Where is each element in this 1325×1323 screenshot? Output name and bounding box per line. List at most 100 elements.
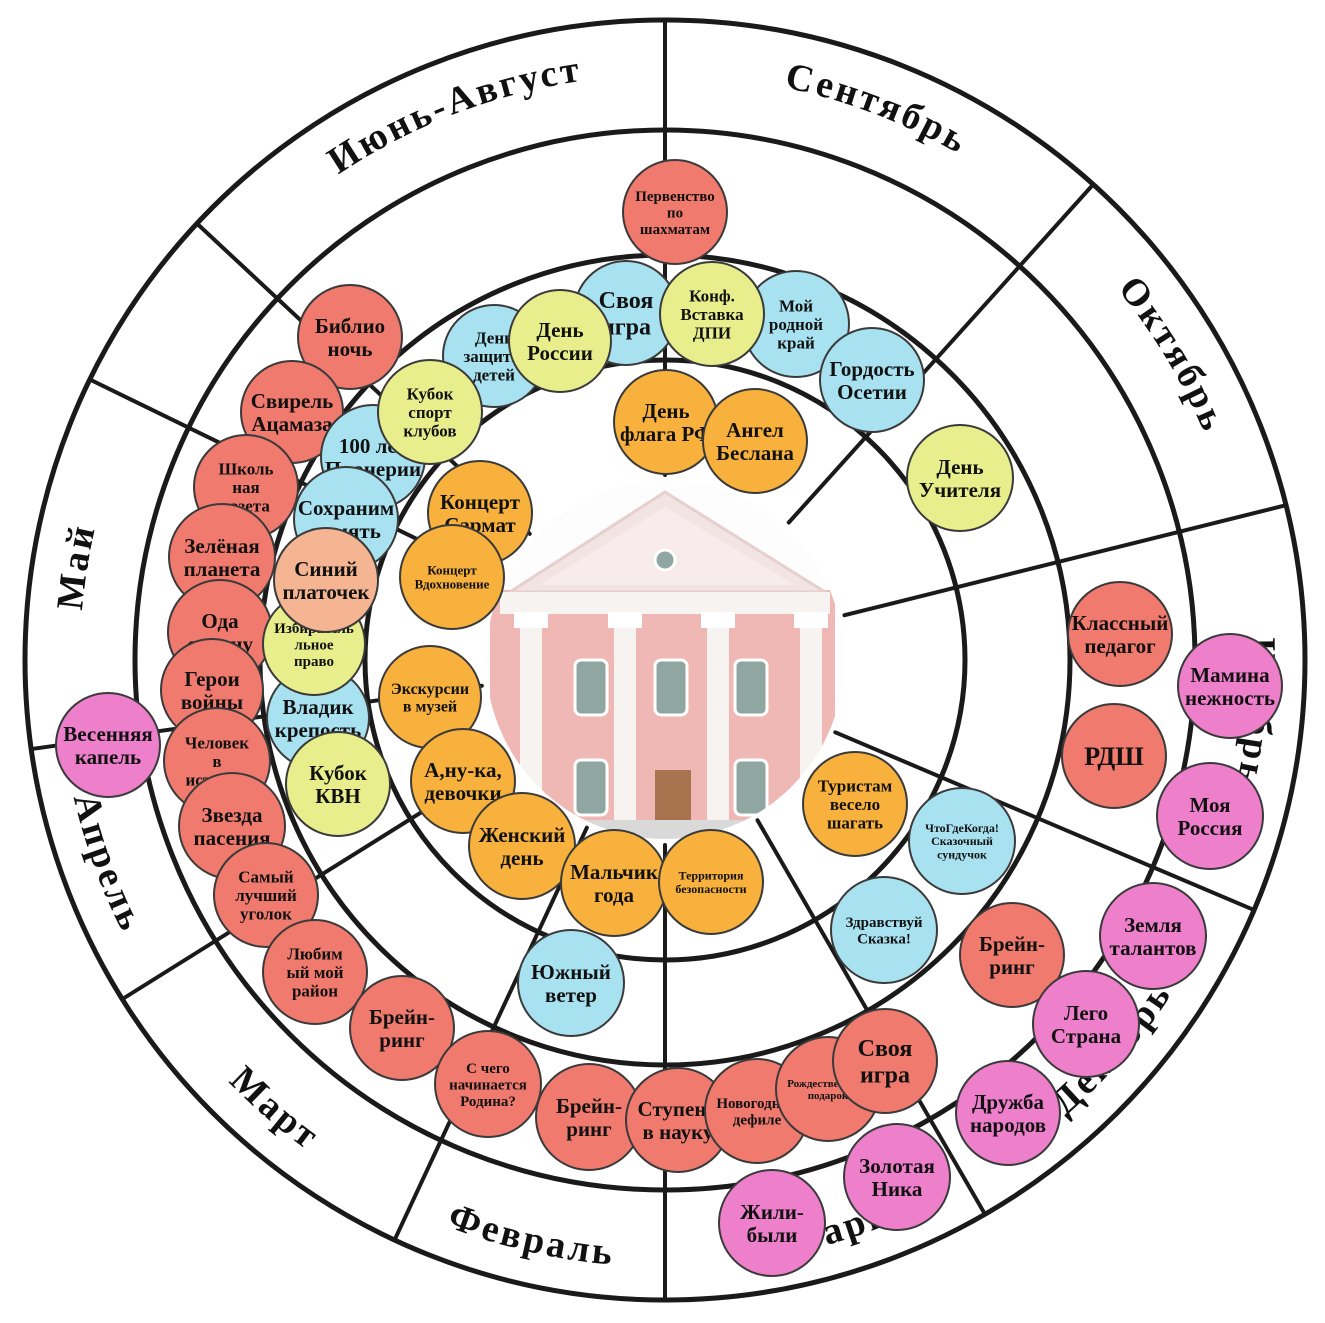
event-label: ринг (989, 955, 1034, 979)
event-label: день (500, 846, 543, 870)
event-label: Сказка! (857, 932, 911, 948)
event-label: Брейн- (556, 1094, 622, 1118)
event-circle-shape (830, 876, 938, 984)
month-divider-line (833, 730, 1257, 913)
event-label: спорт (408, 403, 452, 422)
event-circle-shape (1099, 882, 1207, 990)
event-label: право (294, 654, 334, 670)
event-circle-shape (1032, 970, 1140, 1078)
event-circle-shape (1156, 762, 1264, 870)
event-label: флага РФ (620, 422, 712, 446)
event-label: Родина? (460, 1094, 516, 1110)
event-label: День (936, 455, 983, 479)
event-label: Любим (287, 944, 343, 963)
month-label: Февраль (443, 1195, 618, 1274)
event-circle-shape (517, 929, 625, 1037)
event-label: Сохраним (298, 496, 394, 520)
event-label: подарок (808, 1090, 849, 1102)
event-label: Гордость (829, 357, 914, 381)
school-building-photo (484, 479, 846, 841)
event-circle-shape (718, 1169, 826, 1277)
event-label: Библио (315, 314, 385, 338)
event-label: платочек (282, 580, 370, 604)
event-circle-shape (908, 787, 1016, 895)
event-circle-shape (508, 289, 612, 393)
event-label: Своя (858, 1036, 913, 1062)
event-label: Герои (184, 667, 239, 691)
event-label: Дружба (972, 1090, 1045, 1114)
event-label: Ода (201, 609, 239, 633)
event-circle-shape (285, 731, 391, 837)
event-circle-shape (819, 327, 925, 433)
event-label: по (667, 205, 683, 221)
event-label: Моя (1189, 793, 1230, 817)
event-label: Туристам (818, 776, 893, 795)
event-label: ДПИ (693, 324, 731, 343)
event-label: С чего (466, 1061, 510, 1077)
event-label: уголок (240, 905, 292, 924)
event-circle-shape (832, 1008, 938, 1114)
event-circle-shape (297, 284, 403, 390)
event-label: ЧтоГдеКогда! (925, 821, 999, 835)
event-label: Владик (282, 695, 354, 719)
event-circle-shape (262, 919, 368, 1025)
event-label: весело (830, 795, 880, 814)
event-circle-shape (434, 1030, 542, 1138)
event-label: клубов (403, 422, 456, 441)
event-label: педагог (1084, 634, 1155, 658)
event-circle-shape (959, 902, 1065, 1008)
event-circle-shape (906, 424, 1014, 532)
event-label: День (475, 328, 513, 347)
event-circle-shape (213, 842, 319, 948)
event-label: Вдохновение (415, 577, 490, 592)
event-label: безопасности (675, 882, 746, 896)
event-label: ночь (327, 337, 372, 361)
event-label: Синий (294, 557, 358, 581)
event-label: Кубок (309, 761, 368, 785)
event-label: Южный (531, 960, 611, 984)
event-label: года (594, 883, 635, 907)
event-label: День (642, 399, 689, 423)
event-circles: ПервенствопошахматамБиблионочьСвирельАца… (55, 159, 1283, 1277)
month-label: Сентябрь (782, 55, 976, 163)
event-circle-shape (377, 359, 483, 465)
event-label: были (747, 1223, 798, 1247)
event-label: Территория (679, 869, 744, 883)
event-label: Человек (185, 733, 249, 752)
event-circle-shape (1067, 581, 1173, 687)
event-label: Ацамаза (251, 412, 333, 436)
event-label: Своя (599, 288, 654, 314)
event-label: Весенняя (63, 722, 152, 746)
event-label: ринг (566, 1117, 611, 1141)
month-divider-line (786, 182, 1096, 525)
event-label: Мамина (1190, 663, 1270, 687)
event-label: льное (294, 637, 333, 653)
event-label: Брейн- (979, 932, 1045, 956)
month-divider-line (842, 503, 1288, 618)
event-label: РДШ (1084, 742, 1144, 771)
event-label: Зелёная (184, 534, 259, 558)
event-label: Женский (479, 823, 566, 847)
event-label: Концерт (440, 490, 521, 514)
event-label: девочки (424, 781, 501, 805)
event-label: КВН (315, 784, 361, 808)
event-label: Конф. (689, 286, 735, 305)
